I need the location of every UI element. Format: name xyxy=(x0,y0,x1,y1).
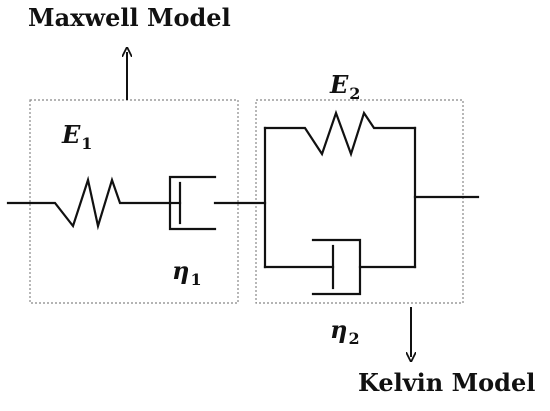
kelvin-parallel-frame xyxy=(263,126,480,269)
dashpot-eta1 xyxy=(168,175,267,231)
symbol-e2: E2 xyxy=(330,70,360,103)
symbol-eta1: η1 xyxy=(172,256,202,289)
symbol-e2-base: E xyxy=(330,70,349,99)
symbol-eta2-subscript: 2 xyxy=(348,329,360,348)
maxwell-model-box xyxy=(29,99,239,304)
symbol-e1-base: E xyxy=(62,120,81,149)
symbol-eta1-base: η xyxy=(172,256,190,285)
symbol-eta1-subscript: 1 xyxy=(190,270,202,289)
spring-e2 xyxy=(263,109,417,158)
dashpot-eta2 xyxy=(263,238,417,296)
symbol-e1-subscript: 1 xyxy=(81,134,93,153)
kelvin-model-box xyxy=(255,99,464,304)
spring-e1 xyxy=(6,175,172,231)
symbol-eta2: η2 xyxy=(330,315,360,348)
maxwell-model-title: Maxwell Model xyxy=(28,3,231,32)
symbol-e1: E1 xyxy=(62,120,92,153)
symbol-eta2-base: η xyxy=(330,315,348,344)
symbol-e2-subscript: 2 xyxy=(349,84,361,103)
kelvin-model-title: Kelvin Model xyxy=(358,368,536,397)
